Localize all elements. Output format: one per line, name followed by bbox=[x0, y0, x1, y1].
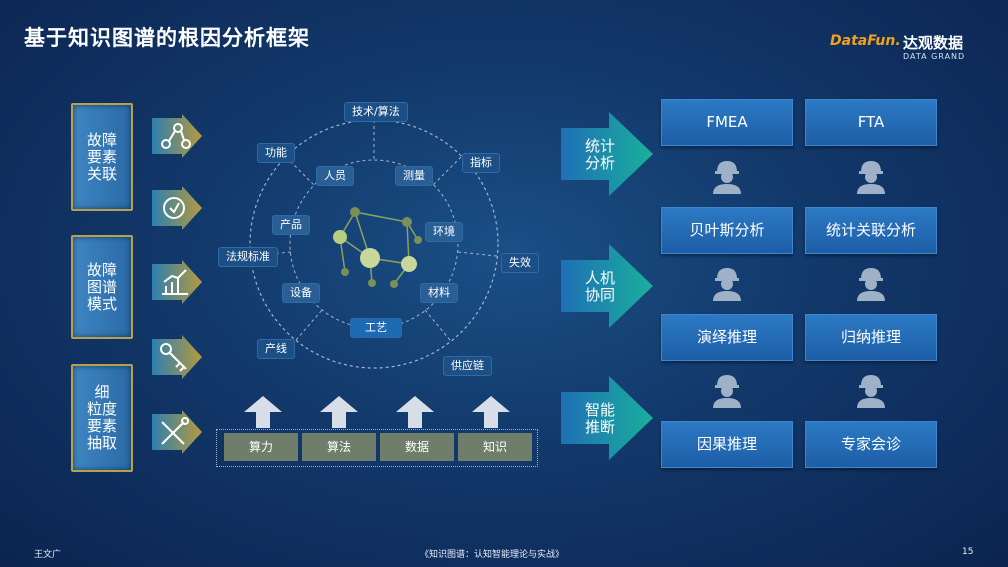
left-box-fault-element-association: 故障 要素 关联 bbox=[71, 103, 133, 211]
refresh-icon bbox=[152, 186, 202, 230]
inner-node-measurement: 测量 bbox=[395, 166, 433, 186]
worker-icon bbox=[857, 268, 885, 301]
inner-node-equipment: 设备 bbox=[282, 283, 320, 303]
method-causal: 因果推理 bbox=[661, 421, 793, 468]
worker-icon bbox=[713, 268, 741, 301]
inner-node-product: 产品 bbox=[272, 215, 310, 235]
method-fmea: FMEA bbox=[661, 99, 793, 146]
left-box-fault-graph-pattern: 故障 图谱 模式 bbox=[71, 235, 133, 339]
brand-cn: 达观数据 bbox=[903, 34, 964, 52]
outer-node-indicator: 指标 bbox=[462, 153, 500, 173]
chart-icon bbox=[152, 260, 202, 304]
datagrand-logo: DataFun. 达观数据 DATA GRAND bbox=[830, 33, 980, 63]
left-box-label: 细 粒度 要素 抽取 bbox=[86, 383, 117, 452]
network-icon bbox=[152, 114, 202, 158]
worker-icon bbox=[857, 161, 885, 194]
outer-node-regulation: 法规标准 bbox=[218, 247, 278, 267]
method-bayesian: 贝叶斯分析 bbox=[661, 207, 793, 254]
worker-icon bbox=[713, 375, 741, 408]
method-statistical-correlation: 统计关联分析 bbox=[805, 207, 937, 254]
worker-icon bbox=[857, 375, 885, 408]
big-arrow-human-machine bbox=[561, 244, 653, 328]
arrow-label-statistical: 统计 分析 bbox=[585, 137, 616, 172]
brand-en: DATA GRAND bbox=[903, 52, 966, 61]
worker-icon bbox=[713, 161, 741, 194]
left-box-label: 故障 要素 关联 bbox=[86, 130, 117, 183]
big-arrow-inference bbox=[561, 376, 653, 460]
resource-algorithm: 算法 bbox=[302, 433, 376, 461]
big-arrow-statistical bbox=[561, 112, 653, 196]
left-box-element-extraction: 细 粒度 要素 抽取 bbox=[71, 364, 133, 472]
inner-node-personnel: 人员 bbox=[316, 166, 354, 186]
page-title: 基于知识图谱的根因分析框架 bbox=[24, 26, 310, 50]
footer-book-title: 《知识图谱：认知智能理论与实战》 bbox=[420, 550, 565, 560]
outer-node-failure: 失效 bbox=[501, 253, 539, 273]
outer-node-supply-chain: 供应链 bbox=[443, 356, 492, 376]
tools-icon bbox=[152, 410, 202, 454]
up-arrow-icon bbox=[396, 396, 434, 428]
up-arrow-icon bbox=[472, 396, 510, 428]
inner-node-environment: 环境 bbox=[425, 222, 463, 242]
page-number: 15 bbox=[962, 547, 974, 557]
resource-knowledge: 知识 bbox=[458, 433, 532, 461]
arrow-label-human-machine: 人机 协同 bbox=[585, 269, 616, 304]
method-fta: FTA bbox=[805, 99, 937, 146]
key-icon bbox=[152, 335, 202, 379]
inner-node-material: 材料 bbox=[420, 283, 458, 303]
method-deductive: 演绎推理 bbox=[661, 314, 793, 361]
inner-node-craft: 工艺 bbox=[350, 318, 402, 338]
resource-data: 数据 bbox=[380, 433, 454, 461]
resource-compute: 算力 bbox=[224, 433, 298, 461]
method-expert-consultation: 专家会诊 bbox=[805, 421, 937, 468]
resource-frame bbox=[216, 429, 538, 467]
footer-author: 王文广 bbox=[34, 550, 62, 560]
outer-node-production-line: 产线 bbox=[257, 339, 295, 359]
up-arrow-icon bbox=[244, 396, 282, 428]
datafun-logo-text: DataFun. bbox=[830, 33, 901, 49]
arrow-label-inference: 智能 推断 bbox=[585, 401, 616, 436]
outer-node-tech: 技术/算法 bbox=[344, 102, 408, 122]
outer-node-function: 功能 bbox=[257, 143, 295, 163]
up-arrow-icon bbox=[320, 396, 358, 428]
left-box-label: 故障 图谱 模式 bbox=[86, 260, 117, 313]
method-inductive: 归纳推理 bbox=[805, 314, 937, 361]
